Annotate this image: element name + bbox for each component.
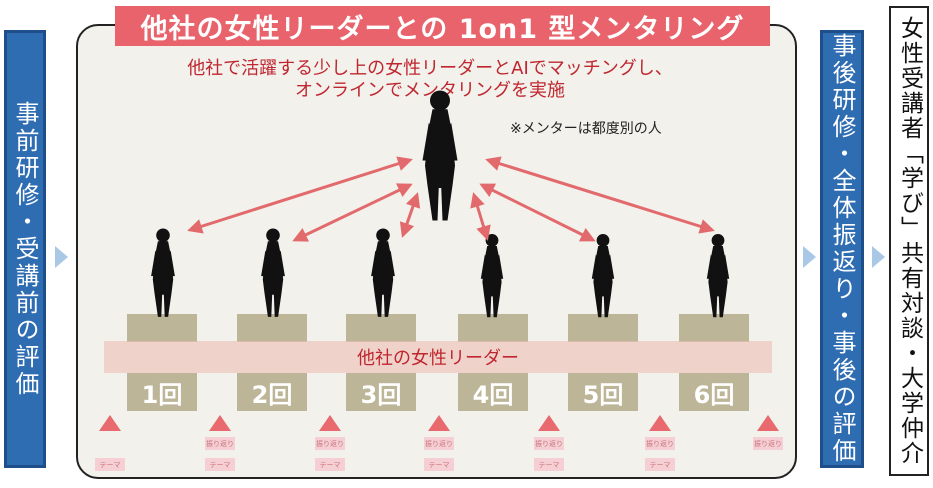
session-6: 6回 <box>679 373 749 411</box>
session-6-label: 6回 <box>693 380 735 409</box>
session-2-label: 2回 <box>251 380 293 409</box>
link-arrow-2 <box>292 183 413 242</box>
post-training-box: 事後研修・全体振返り・事後の評価 <box>820 30 864 468</box>
sharing-dialogue-label: 女性受講者「学び」共有対談・大学仲介 <box>896 16 923 466</box>
session-1-label: 1回 <box>141 380 183 409</box>
triangle-marker-7 <box>757 415 779 431</box>
theme-tag-1: テーマ <box>95 458 125 471</box>
participant-2-silhouette-icon <box>261 228 285 317</box>
pedestal-1 <box>127 314 197 342</box>
sharing-dialogue-box: 女性受講者「学び」共有対談・大学仲介 <box>889 6 929 476</box>
theme-tag-4: テーマ <box>424 458 454 471</box>
reflection-tag-6: 振り返り <box>753 437 783 450</box>
theme-tag-6: テーマ <box>645 458 675 471</box>
link-arrow-6 <box>485 156 715 234</box>
subtitle-line-1: 他社で活躍する少し上の女性リーダーとAIでマッチングし、 <box>187 58 673 79</box>
session-1: 1回 <box>127 373 197 411</box>
triangle-marker-2 <box>209 415 231 431</box>
reflection-tag-3: 振り返り <box>424 437 454 450</box>
arrow-right-icon <box>55 246 68 268</box>
session-5: 5回 <box>568 373 638 411</box>
session-5-label: 5回 <box>582 380 624 409</box>
participant-3-silhouette-icon <box>371 228 395 317</box>
pre-training-label: 事前研修・受講前の評価 <box>11 100 39 398</box>
triangle-marker-1 <box>99 415 121 431</box>
leader-band: 他社の女性リーダー <box>104 341 772 373</box>
mentor-note: ※メンターは都度別の人 <box>510 121 662 137</box>
reflection-tag-2: 振り返り <box>315 437 345 450</box>
link-arrow-4 <box>470 192 491 241</box>
triangle-marker-6 <box>649 415 671 431</box>
pre-training-box: 事前研修・受講前の評価 <box>4 30 46 468</box>
triangle-marker-3 <box>319 415 341 431</box>
mentor-silhouette-icon <box>422 90 458 221</box>
theme-tag-2: テーマ <box>205 458 235 471</box>
link-arrow-5 <box>479 183 596 242</box>
reflection-tag-5: 振り返り <box>645 437 675 450</box>
participant-4-silhouette-icon <box>480 234 504 318</box>
pedestal-4 <box>458 314 528 342</box>
triangle-marker-5 <box>538 415 560 431</box>
pedestal-2 <box>237 314 307 342</box>
diagram-title: 他社の女性リーダーとの 1on1 型メンタリング <box>115 6 770 46</box>
session-3-label: 3回 <box>360 380 402 409</box>
session-4-label: 4回 <box>472 380 514 409</box>
arrow-right-icon-2 <box>803 246 816 268</box>
theme-tag-3: テーマ <box>315 458 345 471</box>
participant-5-silhouette-icon <box>591 234 615 318</box>
participant-6-silhouette-icon <box>706 234 730 318</box>
triangle-marker-4 <box>428 415 450 431</box>
theme-tag-5: テーマ <box>534 458 564 471</box>
session-2: 2回 <box>237 373 307 411</box>
reflection-tag-1: 振り返り <box>205 437 235 450</box>
link-arrow-1 <box>187 156 413 234</box>
pedestal-3 <box>346 314 416 342</box>
reflection-tag-4: 振り返り <box>534 437 564 450</box>
pedestal-6 <box>679 314 749 342</box>
subtitle-line-2: オンラインでメンタリングを実施 <box>295 80 565 101</box>
post-training-label: 事後研修・全体振返り・事後の評価 <box>828 33 856 465</box>
pedestal-5 <box>568 314 638 342</box>
session-3: 3回 <box>346 373 416 411</box>
participant-1-silhouette-icon <box>151 228 175 317</box>
arrow-right-icon-3 <box>872 246 885 268</box>
session-4: 4回 <box>458 373 528 411</box>
link-arrow-3 <box>399 192 421 238</box>
